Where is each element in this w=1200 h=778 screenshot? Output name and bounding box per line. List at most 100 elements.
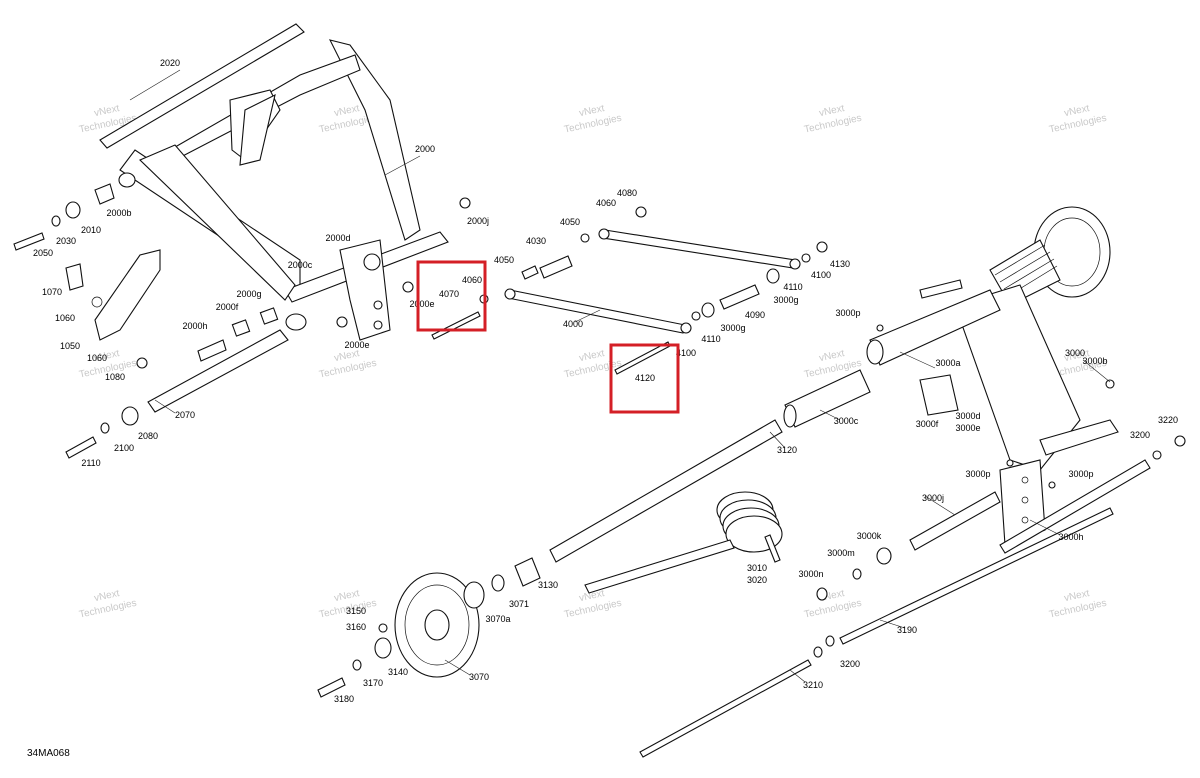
part-label-4050: 4050 xyxy=(494,255,514,265)
part-label-3000p: 3000p xyxy=(1068,469,1093,479)
part-label-2110: 2110 xyxy=(81,458,100,468)
watermark-line1: vNext xyxy=(818,348,846,364)
watermark-line1: vNext xyxy=(578,588,606,604)
part-label-4120: 4120 xyxy=(635,373,655,383)
part-label-3150: 3150 xyxy=(346,606,366,616)
watermark-line1: vNext xyxy=(818,103,846,119)
part-label-3000m: 3000m xyxy=(827,548,855,558)
part-label-2050: 2050 xyxy=(33,248,53,258)
part-label-2030: 2030 xyxy=(56,236,76,246)
part-label-3190: 3190 xyxy=(897,625,917,635)
part-label-1050: 1050 xyxy=(60,341,80,351)
part-label-4130: 4130 xyxy=(830,259,850,269)
part-label-3000h: 3000h xyxy=(1058,532,1083,542)
part-label-3000c: 3000c xyxy=(834,416,859,426)
part-label-2000d: 2000d xyxy=(325,233,350,243)
part-label-3000g: 3000g xyxy=(720,323,745,333)
part-label-3010: 3010 xyxy=(747,563,767,573)
part-label-2100: 2100 xyxy=(114,443,134,453)
highlight-box-4070 xyxy=(416,260,487,332)
watermark-line1: vNext xyxy=(578,348,606,364)
part-label-3000g: 3000g xyxy=(773,295,798,305)
part-label-3000n: 3000n xyxy=(798,569,823,579)
diagram-code: 34MA068 xyxy=(27,748,70,759)
part-label-2000h: 2000h xyxy=(182,321,207,331)
part-label-3000f: 3000f xyxy=(916,419,939,429)
part-label-2000e: 2000e xyxy=(409,299,434,309)
watermark-line1: vNext xyxy=(333,588,361,604)
part-label-2000j: 2000j xyxy=(467,216,489,226)
front-arm-assembly xyxy=(13,23,471,459)
highlight-box-4120 xyxy=(609,343,680,414)
part-label-2020: 2020 xyxy=(160,58,180,68)
part-label-3071: 3071 xyxy=(509,599,529,609)
part-label-4110: 4110 xyxy=(701,334,720,344)
part-label-3000a: 3000a xyxy=(935,358,960,368)
part-label-2000c: 2000c xyxy=(288,260,313,270)
part-label-3000b: 3000b xyxy=(1082,356,1107,366)
part-label-3130: 3130 xyxy=(538,580,558,590)
part-label-2070: 2070 xyxy=(175,410,195,420)
watermark-line1: vNext xyxy=(333,103,361,119)
part-label-3020: 3020 xyxy=(747,575,767,585)
idler-wheel xyxy=(317,557,541,698)
part-label-3000j: 3000j xyxy=(922,493,944,503)
watermark-line1: vNext xyxy=(578,103,606,119)
part-label-4000: 4000 xyxy=(563,319,583,329)
part-label-4080: 4080 xyxy=(617,188,637,198)
part-labels: 202020002000b2010203020502000j2000d2000c… xyxy=(33,58,1178,704)
part-label-3070: 3070 xyxy=(469,672,489,682)
highlight-boxes xyxy=(416,260,680,414)
part-label-1070: 1070 xyxy=(42,287,62,297)
watermark-line1: vNext xyxy=(333,348,361,364)
link-rod-assembly xyxy=(431,206,828,375)
part-label-3000p: 3000p xyxy=(965,469,990,479)
part-label-4100: 4100 xyxy=(676,348,696,358)
part-label-2000b: 2000b xyxy=(106,208,131,218)
leader-lines xyxy=(129,69,1111,683)
watermark-line1: vNext xyxy=(93,588,121,604)
watermark-line1: vNext xyxy=(93,103,121,119)
part-label-2000e: 2000e xyxy=(344,340,369,350)
part-label-2000f: 2000f xyxy=(216,302,239,312)
watermark-line1: vNext xyxy=(1063,348,1091,364)
part-label-3220: 3220 xyxy=(1158,415,1178,425)
part-label-3200: 3200 xyxy=(840,659,860,669)
watermark-line1: vNext xyxy=(93,348,121,364)
part-label-3000d: 3000d xyxy=(955,411,980,421)
watermark-line1: vNext xyxy=(1063,103,1091,119)
part-label-3180: 3180 xyxy=(334,694,354,704)
part-label-3000e: 3000e xyxy=(955,423,980,433)
part-label-4110: 4110 xyxy=(783,282,802,292)
part-label-1080: 1080 xyxy=(105,372,125,382)
part-label-1060: 1060 xyxy=(87,353,107,363)
watermark-line1: vNext xyxy=(1063,588,1091,604)
part-label-4090: 4090 xyxy=(745,310,765,320)
part-label-3210: 3210 xyxy=(803,680,823,690)
part-label-3120: 3120 xyxy=(777,445,797,455)
rear-arm-assembly xyxy=(317,206,1186,758)
part-label-2080: 2080 xyxy=(138,431,158,441)
part-label-3200: 3200 xyxy=(1130,430,1150,440)
part-label-4060: 4060 xyxy=(596,198,616,208)
part-label-4060: 4060 xyxy=(462,275,482,285)
part-label-4070: 4070 xyxy=(439,289,459,299)
part-label-4030: 4030 xyxy=(526,236,546,246)
part-label-4050: 4050 xyxy=(560,217,580,227)
torsion-spring xyxy=(584,491,783,594)
part-label-3000: 3000 xyxy=(1065,348,1085,358)
part-label-3070a: 3070a xyxy=(485,614,510,624)
part-label-3000k: 3000k xyxy=(857,531,882,541)
part-label-3160: 3160 xyxy=(346,622,366,632)
part-label-3170: 3170 xyxy=(363,678,383,688)
part-label-3140: 3140 xyxy=(388,667,408,677)
part-label-2010: 2010 xyxy=(81,225,101,235)
part-label-1060: 1060 xyxy=(55,313,75,323)
